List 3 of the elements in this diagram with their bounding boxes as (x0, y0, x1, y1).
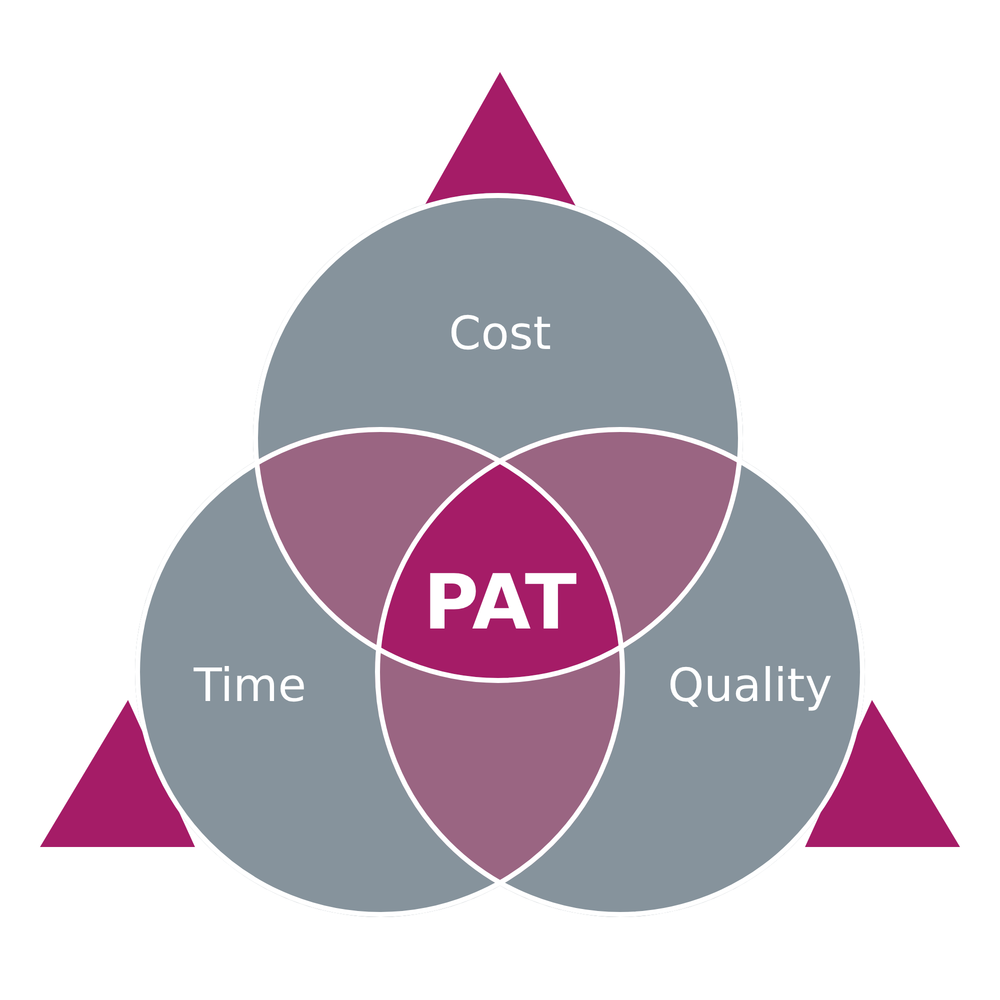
circle-label: Cost (448, 306, 552, 360)
circle-label: Quality (668, 658, 832, 712)
circle-label: Time (194, 658, 306, 712)
